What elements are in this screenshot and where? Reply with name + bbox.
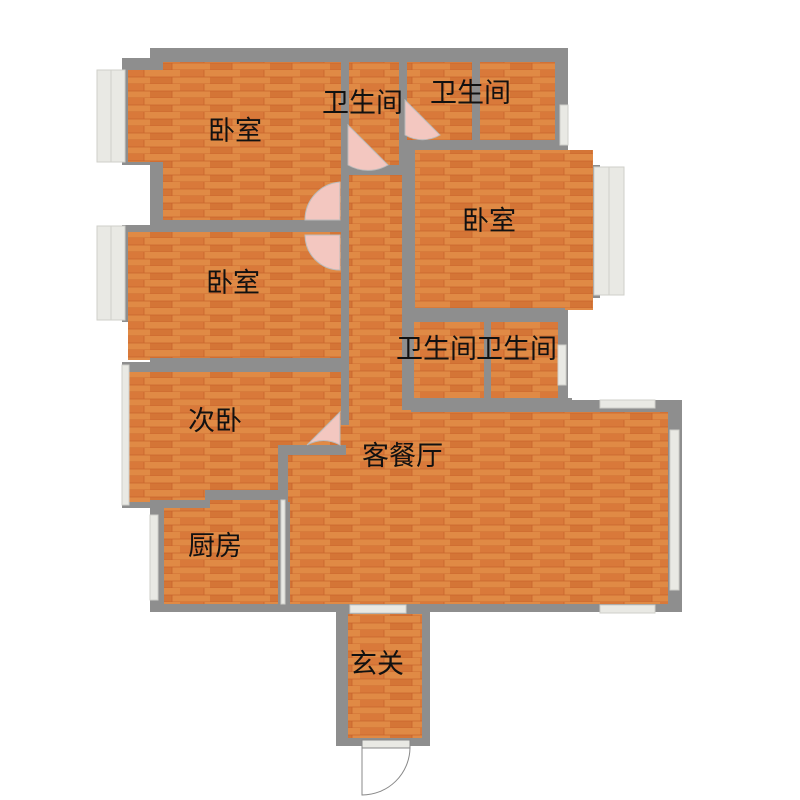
label-bathroom-middle-left: 卫生间 xyxy=(396,334,477,365)
floor-living-link xyxy=(341,410,411,450)
floors xyxy=(128,62,668,738)
floor-bedroom-top-left-west xyxy=(128,70,168,162)
floor-bedroom-right xyxy=(415,150,593,310)
door-bedroom-top-left xyxy=(304,181,341,221)
label-second-bedroom: 次卧 xyxy=(188,406,242,437)
door-frame-kitchen xyxy=(280,499,286,605)
door-bedroom-middle-left xyxy=(304,234,341,271)
window-second-bedroom xyxy=(121,364,130,506)
window-living-east xyxy=(669,429,680,591)
doors xyxy=(304,98,441,796)
door-entrance xyxy=(361,747,411,796)
floor-corridor xyxy=(348,173,402,418)
label-living-dining: 客餐厅 xyxy=(362,441,443,472)
room-labels: 卧室 卫生间 卫生间 卧室 卧室 卫生间 卫生间 次卧 客餐厅 厨房 玄关 xyxy=(188,78,557,680)
label-entrance: 玄关 xyxy=(350,649,404,680)
floor-bathroom-middle-right xyxy=(490,322,558,398)
floor-bedroom-top-left xyxy=(163,62,341,222)
floor-bathroom-top-right-b xyxy=(480,62,555,142)
label-bedroom-top-left: 卧室 xyxy=(208,116,262,147)
window-bathroom-top xyxy=(559,104,569,146)
window-bathroom-middle xyxy=(557,344,567,386)
floor-entrance xyxy=(348,614,422,738)
window-living-south xyxy=(599,604,656,614)
window-living-north xyxy=(599,399,656,409)
label-bathroom-middle-right: 卫生间 xyxy=(476,334,557,365)
door-leaf-entrance xyxy=(361,739,411,749)
label-bathroom-top-right: 卫生间 xyxy=(430,78,511,109)
floor-kitchen xyxy=(163,498,281,604)
window-entrance-top xyxy=(349,604,407,614)
windows xyxy=(96,69,680,614)
window-kitchen xyxy=(149,514,159,601)
label-bathroom-top-center: 卫生间 xyxy=(322,88,403,119)
label-kitchen: 厨房 xyxy=(188,531,242,562)
label-bedroom-right: 卧室 xyxy=(462,206,516,237)
floor-bathroom-middle-left xyxy=(414,322,484,398)
door-bathroom-top-center xyxy=(347,123,389,171)
door-second-bedroom xyxy=(306,410,341,446)
door-bathroom-top-right xyxy=(404,98,441,141)
label-bedroom-middle-left: 卧室 xyxy=(206,268,260,299)
floor-bedroom-middle-left xyxy=(128,232,341,360)
